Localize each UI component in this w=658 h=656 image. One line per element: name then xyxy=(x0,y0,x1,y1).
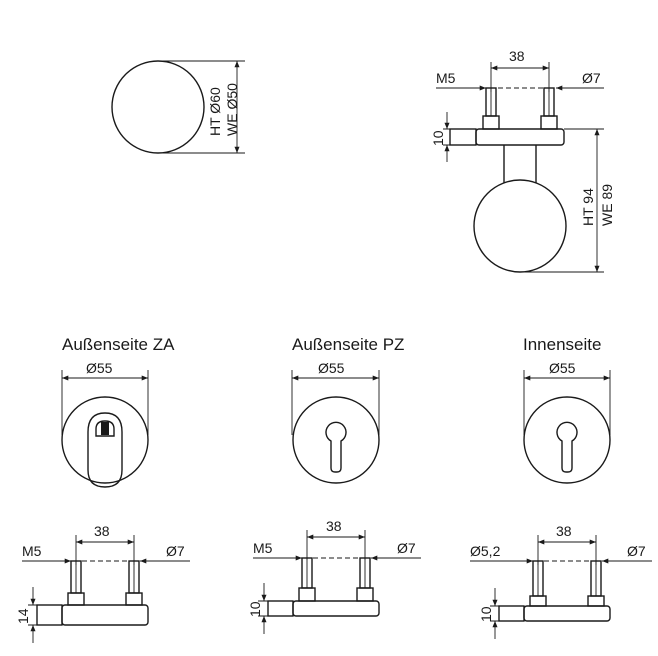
knob-pin-label: Ø7 xyxy=(582,70,601,86)
knob-thread-label: M5 xyxy=(436,70,456,86)
section-pz: 38 M5 Ø7 10 xyxy=(247,518,421,634)
section-za-right-label: Ø7 xyxy=(166,543,185,559)
section-pz-height-label: 10 xyxy=(247,601,263,617)
section-za-left-label: M5 xyxy=(22,543,42,559)
rose-za-title: Außenseite ZA xyxy=(62,335,175,354)
rose-inner-diameter-label: Ø55 xyxy=(549,360,576,376)
section-pz-spacing-label: 38 xyxy=(326,518,342,534)
knob-rose-height-label: 10 xyxy=(430,130,446,146)
knob-height-we-label: WE 89 xyxy=(599,184,615,226)
knob-side-view: 38 M5 Ø7 10 HT 94 WE 89 xyxy=(430,48,615,273)
section-za: 38 M5 Ø7 14 xyxy=(15,523,190,643)
knob-height-ht-label: HT 94 xyxy=(580,188,596,226)
section-inner-left-label: Ø5,2 xyxy=(470,543,501,559)
rose-za-view: Außenseite ZA Ø55 xyxy=(61,335,175,488)
rose-pz-view: Außenseite PZ Ø55 xyxy=(291,335,404,484)
rose-pz-title: Außenseite PZ xyxy=(292,335,404,354)
rose-inner-view: Innenseite Ø55 xyxy=(523,335,611,484)
knob-diameter-ht-label: HT Ø60 xyxy=(207,87,223,136)
section-za-spacing-label: 38 xyxy=(94,523,110,539)
rose-pz-diameter-label: Ø55 xyxy=(318,360,345,376)
section-inner-right-label: Ø7 xyxy=(627,543,646,559)
section-inner-height-label: 10 xyxy=(478,606,494,622)
knob-diameter-we-label: WE Ø50 xyxy=(224,83,240,136)
rose-za-diameter-label: Ø55 xyxy=(86,360,113,376)
section-inner-spacing-label: 38 xyxy=(556,523,572,539)
section-za-height-label: 14 xyxy=(15,608,31,624)
section-pz-left-label: M5 xyxy=(253,540,273,556)
knob-spacing-label: 38 xyxy=(509,48,525,64)
rose-inner-title: Innenseite xyxy=(523,335,601,354)
section-inner: 38 Ø5,2 Ø7 10 xyxy=(470,523,652,639)
knob-front-view: HT Ø60 WE Ø50 xyxy=(111,60,245,154)
section-pz-right-label: Ø7 xyxy=(397,540,416,556)
